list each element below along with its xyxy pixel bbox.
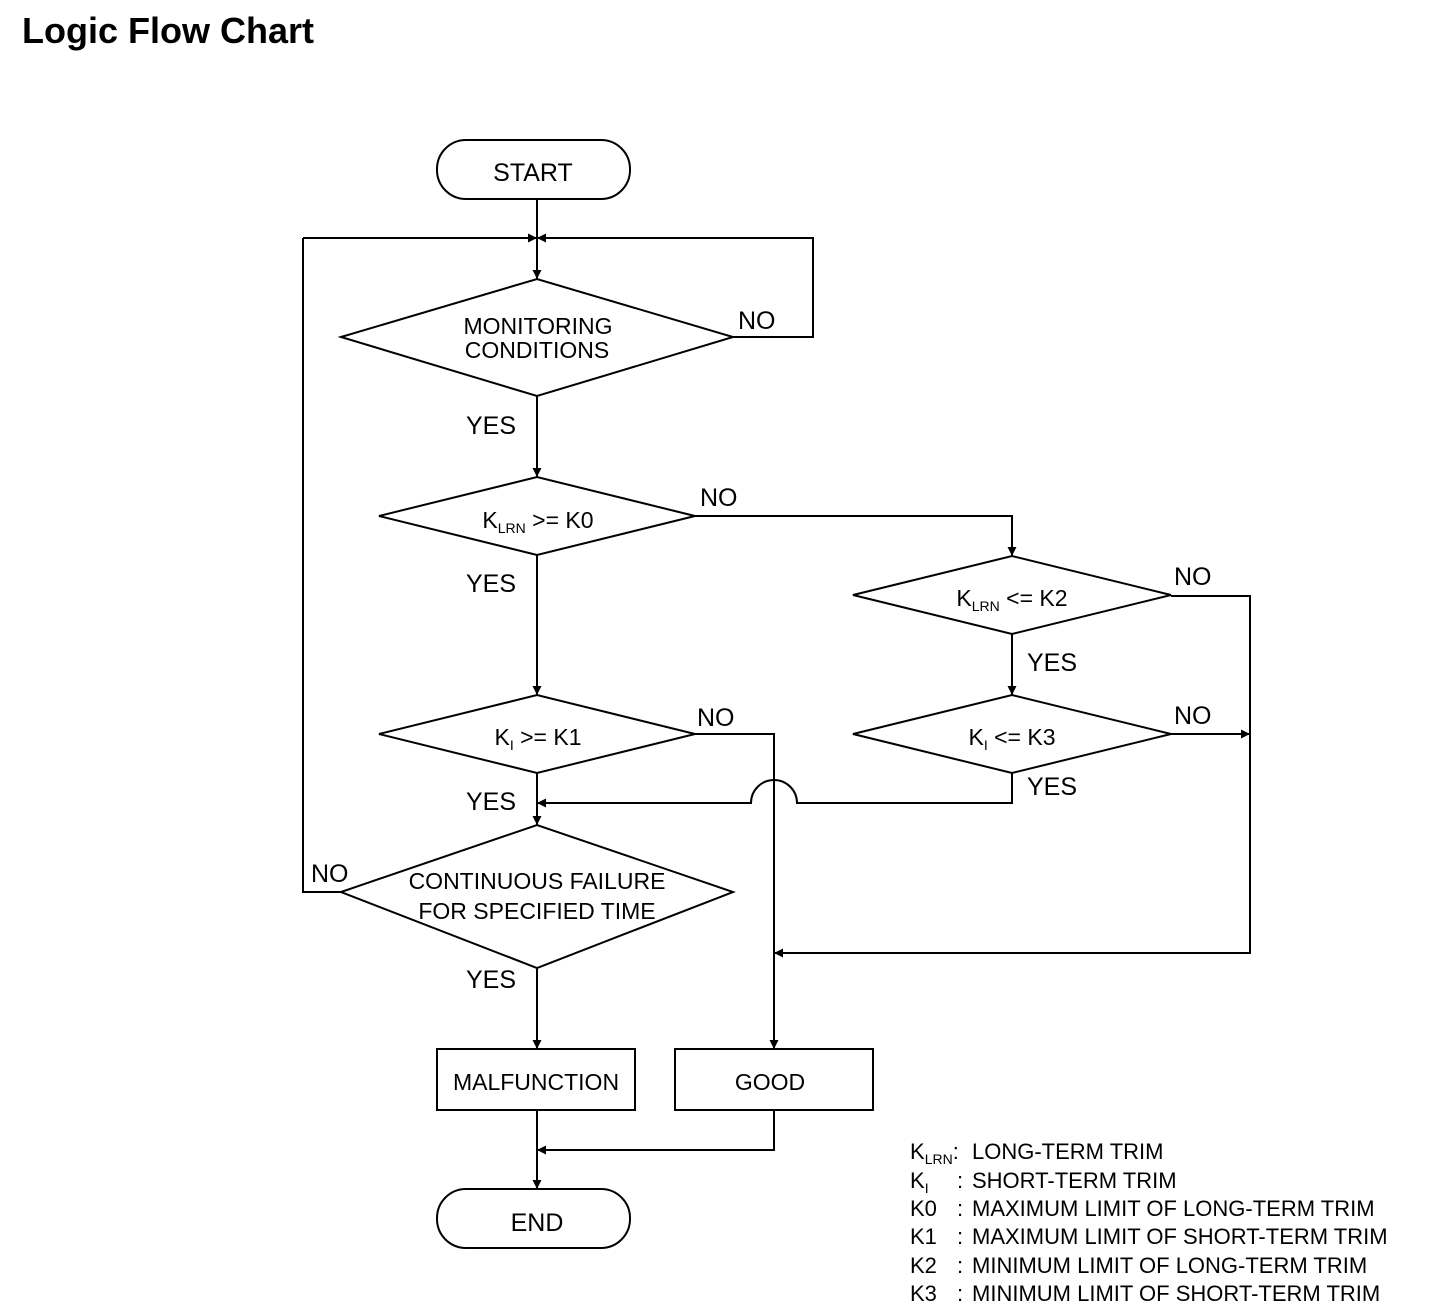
monitoring-yes-label: YES (466, 412, 516, 440)
monitoring-no-label: NO (738, 307, 776, 335)
legend-desc: LONG-TERM TRIM (972, 1139, 1163, 1164)
legend-desc: MINIMUM LIMIT OF LONG-TERM TRIM (972, 1253, 1367, 1278)
start-label: START (493, 159, 573, 187)
connector-k2-no (774, 595, 1251, 958)
legend-sep: : (957, 1196, 963, 1221)
k1-yes-label: YES (466, 788, 516, 816)
end-terminal (436, 1188, 631, 1249)
monitoring-label-line2: CONDITIONS (465, 337, 609, 363)
continuous-label-line2: FOR SPECIFIED TIME (418, 898, 655, 924)
good-label: GOOD (735, 1069, 805, 1095)
legend-key: K3 (910, 1281, 937, 1306)
klrn-k2-label: KLRN <= K2 (956, 585, 1067, 614)
continuous-label-line1: CONTINUOUS FAILURE (409, 868, 666, 894)
connector-monitoring-no (537, 233, 814, 338)
continuous-failure-diamond (338, 823, 736, 970)
connector-k0-no (695, 515, 1017, 556)
legend-key: K0 (910, 1196, 937, 1221)
legend-desc: SHORT-TERM TRIM (972, 1168, 1177, 1193)
start-terminal (436, 139, 631, 200)
legend-sep: : (957, 1168, 963, 1193)
malfunction-label: MALFUNCTION (453, 1069, 619, 1095)
k3-no-label: NO (1174, 702, 1212, 730)
legend-key: K1 (910, 1224, 937, 1249)
k1-no-label: NO (697, 704, 735, 732)
ki-k3-label: KI <= K3 (968, 724, 1055, 753)
k0-yes-label: YES (466, 570, 516, 598)
monitoring-label-line1: MONITORING (463, 313, 612, 339)
continuous-no-label: NO (311, 860, 349, 888)
k2-yes-label: YES (1027, 649, 1077, 677)
legend-desc: MAXIMUM LIMIT OF LONG-TERM TRIM (972, 1196, 1375, 1221)
connector-k3-yes (537, 773, 1013, 808)
end-label: END (511, 1209, 564, 1237)
legend-sep: : (957, 1224, 963, 1249)
continuous-yes-label: YES (466, 966, 516, 994)
k0-no-label: NO (700, 484, 738, 512)
legend: KLRN: LONG-TERM TRIM KI : SHORT-TERM TRI… (910, 1139, 1388, 1306)
page-title: Logic Flow Chart (22, 10, 314, 51)
connector-k1-no (695, 733, 779, 1049)
legend-desc: MAXIMUM LIMIT OF SHORT-TERM TRIM (972, 1224, 1388, 1249)
klrn-k0-label: KLRN >= K0 (482, 507, 593, 536)
legend-sep: : (957, 1281, 963, 1306)
connector-continuous-no (302, 238, 341, 893)
ki-k1-label: KI >= K1 (494, 724, 581, 753)
legend-key: KI (910, 1168, 929, 1196)
k2-no-label: NO (1174, 563, 1212, 591)
k3-yes-label: YES (1027, 773, 1077, 801)
connector-good-end (537, 1110, 775, 1155)
legend-desc: MINIMUM LIMIT OF SHORT-TERM TRIM (972, 1281, 1380, 1306)
legend-sep: : (957, 1253, 963, 1278)
legend-key: KLRN: (910, 1139, 965, 1167)
legend-key: K2 (910, 1253, 937, 1278)
